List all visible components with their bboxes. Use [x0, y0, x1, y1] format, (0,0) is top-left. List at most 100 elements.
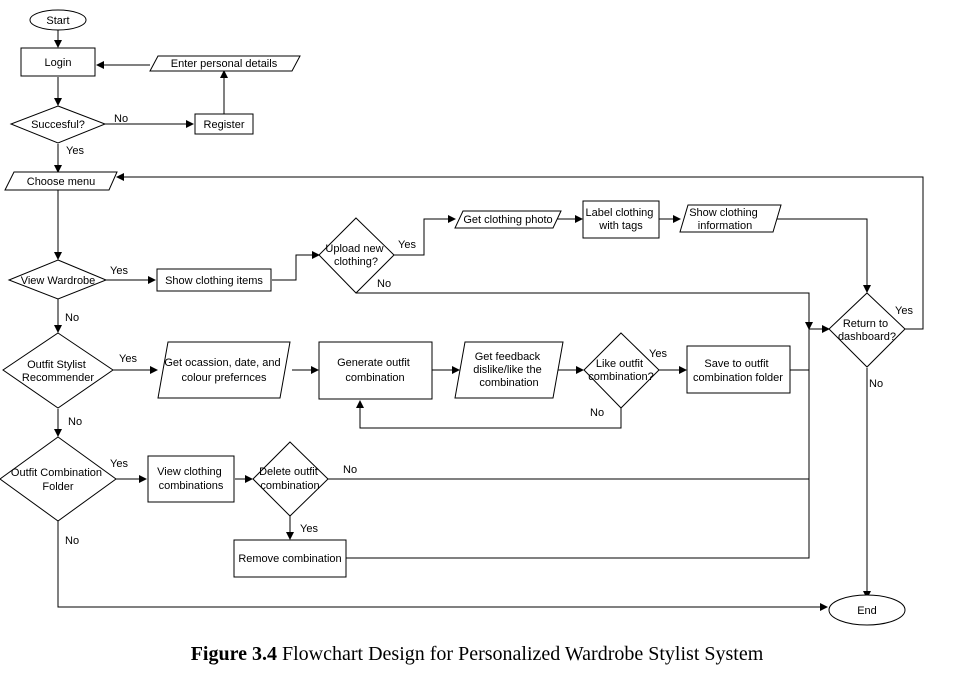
edge-folder-no-end	[57, 521, 828, 611]
node-label-line: dislike/like the	[473, 364, 541, 376]
edge-label: No	[65, 312, 79, 324]
node-like-outfit-decision: Like outfit combination?	[583, 332, 660, 409]
node-label: Return to dashboard?	[838, 318, 896, 343]
node-label-line: clothing?	[334, 256, 378, 268]
edge-label: No	[65, 535, 79, 547]
node-label: Enter personal details	[171, 58, 278, 70]
node-return-to-dashboard-decision: Return to dashboard?	[828, 292, 906, 368]
node-label: Get ocassion, date, and colour prefernce…	[164, 357, 283, 384]
figure-caption: Figure 3.4 Flowchart Design for Personal…	[0, 643, 954, 666]
node-label-line: combination	[260, 480, 319, 492]
node-show-clothing-items: Show clothing items	[156, 268, 272, 292]
node-start: Start	[29, 9, 87, 31]
node-delete-outfit-decision: Delete outfit combination	[252, 441, 329, 517]
node-label: Outfit Stylist Recommender	[22, 359, 94, 384]
node-label-line: Save to outfit	[704, 358, 768, 370]
node-label: Start	[46, 15, 69, 27]
edge-items-upload	[272, 251, 320, 281]
edge-remove-merge	[346, 479, 810, 559]
edge-labels: No Yes Yes Yes No No Yes Yes No Yes No N…	[65, 113, 913, 547]
node-get-feedback: Get feedback dislike/like the combinatio…	[454, 341, 564, 399]
edge-return-yes-menu	[116, 173, 924, 330]
node-label: View clothing combinations	[157, 466, 225, 492]
node-label-line: View clothing	[157, 466, 222, 478]
node-label-line: Outfit Combination	[11, 467, 102, 479]
node-label: Succesful?	[31, 119, 85, 131]
node-label-line: Show clothing	[689, 207, 758, 219]
node-enter-personal-details: Enter personal details	[149, 55, 301, 72]
node-outfit-combination-folder-decision: Outfit Combination Folder	[0, 436, 117, 522]
node-label-line: Label clothing	[586, 207, 654, 219]
node-label-line: with tags	[598, 220, 643, 232]
figure-caption-label: Figure 3.4	[190, 643, 277, 665]
node-label-line: Outfit Stylist	[27, 359, 86, 371]
node-label: Show clothing information	[689, 207, 761, 232]
node-label-line: Folder	[42, 481, 74, 493]
node-label: View Wardrobe	[21, 275, 96, 287]
edge-label: Yes	[66, 145, 84, 157]
node-label-line: combination	[345, 372, 404, 384]
node-label: End	[857, 605, 877, 617]
edge-like-no-generate	[356, 400, 622, 429]
edge-label: No	[114, 113, 128, 125]
node-label-line: information	[698, 220, 752, 232]
node-label: Outfit Combination Folder	[11, 467, 105, 493]
node-label: Remove combination	[238, 553, 341, 565]
node-label: Save to outfit combination folder	[693, 358, 783, 384]
node-get-occasion-preferences: Get ocassion, date, and colour prefernce…	[157, 341, 291, 399]
node-register: Register	[194, 113, 254, 135]
edge-label: Yes	[110, 458, 128, 470]
edge-label: Yes	[300, 523, 318, 535]
edge-upload-no	[356, 292, 813, 330]
edge-label: No	[869, 378, 883, 390]
node-label-line: Generate outfit	[337, 357, 410, 369]
node-generate-outfit-combination: Generate outfit combination	[318, 341, 433, 400]
node-label-clothing-with-tags: Label clothing with tags	[582, 200, 660, 239]
node-label: Generate outfit combination	[337, 357, 413, 384]
node-upload-new-clothing-decision: Upload new clothing?	[318, 217, 395, 294]
node-label-line: combination folder	[693, 372, 783, 384]
edge-label: No	[68, 416, 82, 428]
node-choose-menu: Choose menu	[4, 171, 118, 191]
node-login: Login	[20, 47, 96, 77]
edge-label: Yes	[398, 239, 416, 251]
node-label: Choose menu	[27, 176, 96, 188]
edge-label: Yes	[110, 265, 128, 277]
node-outfit-stylist-recommender-decision: Outfit Stylist Recommender	[2, 332, 114, 409]
node-label-line: Delete outfit	[259, 466, 318, 478]
node-label: Register	[204, 119, 245, 131]
node-label-line: Return to	[843, 318, 888, 330]
node-label: Upload new clothing?	[325, 243, 386, 268]
node-label-line: combination?	[588, 371, 653, 383]
node-label: Login	[45, 57, 72, 69]
edge-save-merge	[790, 329, 810, 371]
node-label-line: Get ocassion, date, and	[164, 357, 280, 369]
node-label-line: colour prefernces	[182, 372, 267, 384]
node-label: Delete outfit combination	[259, 466, 321, 492]
node-successful-decision: Succesful?	[9, 105, 107, 144]
node-end: End	[828, 594, 906, 626]
node-label-line: Upload new	[325, 243, 383, 255]
node-label-line: combination	[479, 377, 538, 389]
node-label-line: dashboard?	[838, 331, 896, 343]
node-get-clothing-photo: Get clothing photo	[454, 210, 562, 229]
node-label: Show clothing items	[165, 275, 263, 287]
node-save-to-outfit-folder: Save to outfit combination folder	[686, 345, 791, 394]
node-view-clothing-combinations: View clothing combinations	[147, 455, 235, 503]
edge-label: Yes	[649, 348, 667, 360]
node-view-wardrobe-decision: View Wardrobe	[7, 259, 108, 300]
edge-label: Yes	[119, 353, 137, 365]
edge-label: No	[343, 464, 357, 476]
edge-upload-photo	[394, 215, 456, 256]
node-label: Get feedback dislike/like the combinatio…	[473, 351, 545, 389]
figure-caption-text: Flowchart Design for Personalized Wardro…	[277, 643, 764, 665]
node-label: Get clothing photo	[463, 214, 552, 226]
node-label-line: combinations	[159, 480, 224, 492]
node-label-line: Recommender	[22, 372, 94, 384]
edges	[54, 30, 924, 611]
node-remove-combination: Remove combination	[233, 539, 347, 578]
node-label-line: Like outfit	[596, 358, 643, 370]
edge-label: No	[377, 278, 391, 290]
edge-label: No	[590, 407, 604, 419]
